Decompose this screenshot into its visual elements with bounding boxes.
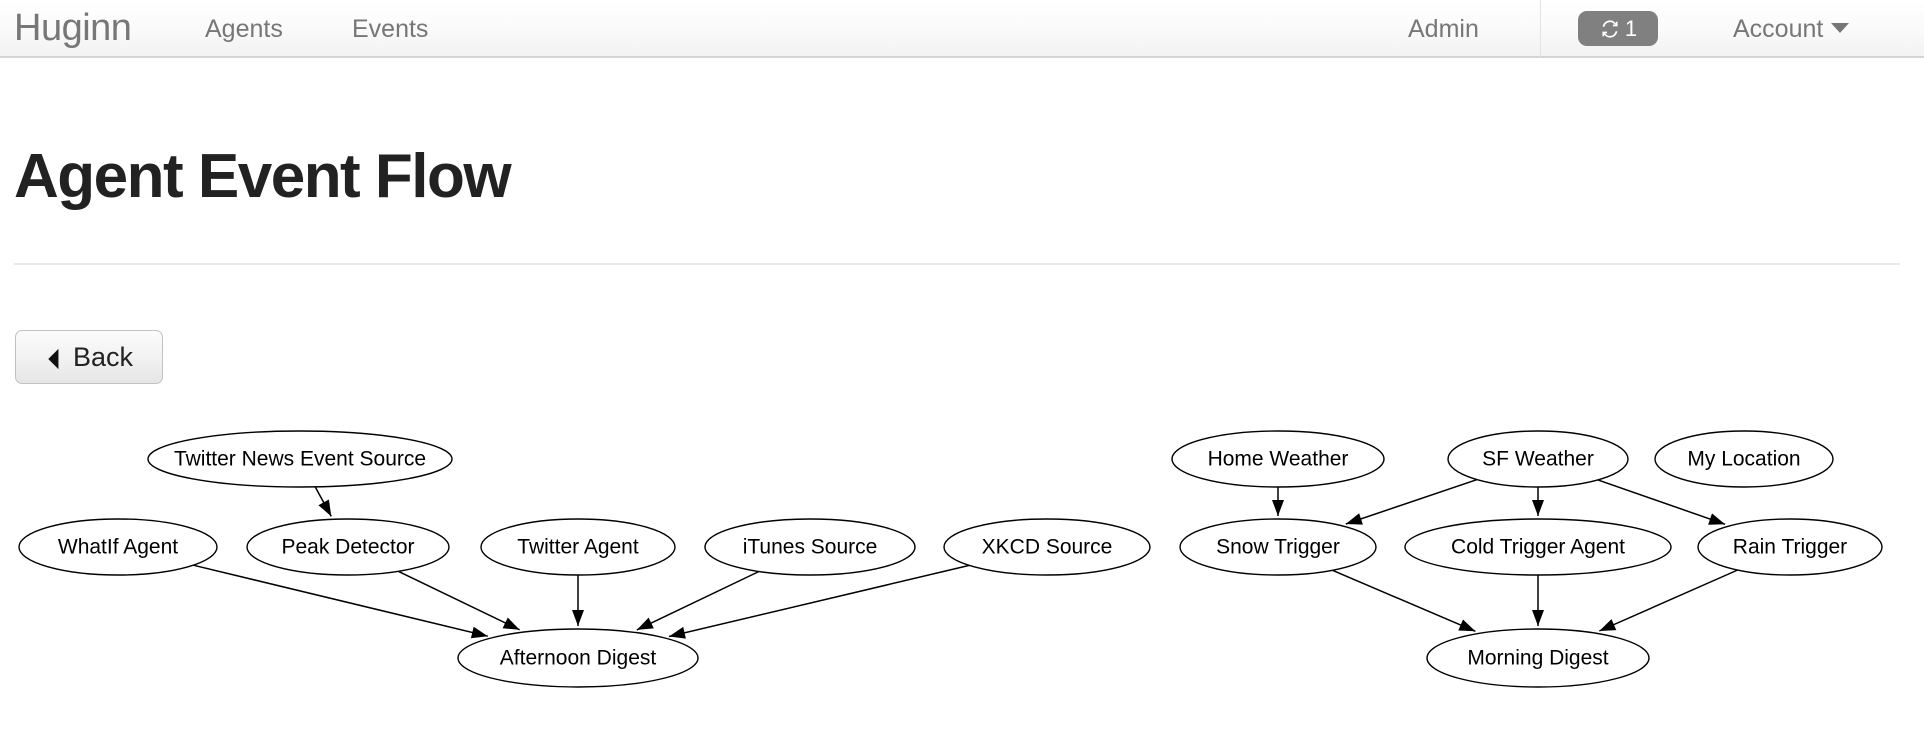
node-label: Twitter Agent <box>517 536 639 559</box>
graph-node-itunes_source[interactable]: iTunes Source <box>704 518 916 576</box>
graph-edge-arrowhead <box>1532 610 1544 626</box>
node-ellipse <box>704 518 916 576</box>
graph-node-whatif_agent[interactable]: WhatIf Agent <box>18 518 218 576</box>
graph-node-peak_detector[interactable]: Peak Detector <box>246 518 450 576</box>
node-ellipse <box>18 518 218 576</box>
graph-node-xkcd_source[interactable]: XKCD Source <box>943 518 1151 576</box>
sync-icon <box>1599 18 1621 40</box>
nav-link-events[interactable]: Events <box>352 15 429 43</box>
graph-edge-arrowhead <box>1532 500 1544 516</box>
graph-edge-arrowhead <box>1345 513 1363 525</box>
node-ellipse <box>1171 430 1385 488</box>
chevron-left-icon <box>45 346 62 370</box>
node-ellipse <box>147 430 453 488</box>
node-ellipse <box>943 518 1151 576</box>
graph-edge <box>193 564 488 637</box>
graph-edge <box>636 570 760 631</box>
graph-edge-arrowhead <box>502 617 520 630</box>
graph-edge <box>668 564 970 638</box>
graph-edge-arrowhead <box>1272 500 1284 516</box>
node-label: Rain Trigger <box>1733 536 1847 559</box>
node-ellipse <box>1654 430 1834 488</box>
node-ellipse <box>246 518 450 576</box>
header-divider <box>14 263 1900 265</box>
node-ellipse <box>1404 518 1672 576</box>
graph-edge-arrowhead <box>1708 513 1726 525</box>
node-label: XKCD Source <box>982 536 1113 559</box>
node-ellipse <box>1697 518 1883 576</box>
node-label: SF Weather <box>1482 448 1594 471</box>
graph-edge-arrowhead <box>1458 619 1476 632</box>
node-ellipse <box>480 518 676 576</box>
node-label: My Location <box>1687 448 1800 471</box>
node-ellipse <box>1179 518 1377 576</box>
node-label: Twitter News Event Source <box>174 448 426 471</box>
account-dropdown[interactable]: Account <box>1733 10 1850 48</box>
graph-edge-arrowhead <box>572 610 584 626</box>
node-label: WhatIf Agent <box>58 536 178 559</box>
page-title: Agent Event Flow <box>14 142 512 211</box>
back-button-label: Back <box>72 341 134 372</box>
graph-node-sf_weather[interactable]: SF Weather <box>1447 430 1629 488</box>
node-label: Cold Trigger Agent <box>1451 536 1625 559</box>
graph-edge <box>1598 569 1739 632</box>
worker-status-badge[interactable]: 1 <box>1578 11 1658 46</box>
graph-node-twitter_news_event_source[interactable]: Twitter News Event Source <box>147 430 453 488</box>
node-ellipse <box>457 628 699 688</box>
graph-edges <box>193 478 1739 639</box>
graph-node-home_weather[interactable]: Home Weather <box>1171 430 1385 488</box>
graph-edge-arrowhead <box>1599 619 1617 631</box>
brand-logo[interactable]: Huginn <box>14 7 132 49</box>
nav-link-admin[interactable]: Admin <box>1408 15 1479 43</box>
node-label: Peak Detector <box>281 536 414 559</box>
node-ellipse <box>1426 628 1650 688</box>
node-label: Morning Digest <box>1467 647 1608 670</box>
graph-node-snow_trigger[interactable]: Snow Trigger <box>1179 518 1377 576</box>
node-label: Afternoon Digest <box>500 647 657 670</box>
node-label: Snow Trigger <box>1216 536 1340 559</box>
graph-node-twitter_agent[interactable]: Twitter Agent <box>480 518 676 576</box>
graph-node-cold_trigger_agent[interactable]: Cold Trigger Agent <box>1404 518 1672 576</box>
graph-node-my_location[interactable]: My Location <box>1654 430 1834 488</box>
graph-edge-arrowhead <box>318 499 332 517</box>
graph-node-rain_trigger[interactable]: Rain Trigger <box>1697 518 1883 576</box>
chevron-down-icon <box>1831 23 1850 34</box>
navbar-divider <box>1540 0 1541 58</box>
graph-edge-arrowhead <box>669 626 686 639</box>
graph-edge <box>1345 478 1478 525</box>
graph-edge <box>1597 479 1726 526</box>
node-label: iTunes Source <box>743 536 878 559</box>
account-label: Account <box>1733 15 1824 43</box>
graph-node-morning_digest[interactable]: Morning Digest <box>1426 628 1650 688</box>
nav-link-agents[interactable]: Agents <box>205 15 283 43</box>
graph-node-afternoon_digest[interactable]: Afternoon Digest <box>457 628 699 688</box>
graph-edge-arrowhead <box>636 617 654 630</box>
graph-edge <box>397 570 520 631</box>
back-button[interactable]: Back <box>15 330 163 384</box>
worker-count: 1 <box>1624 15 1638 41</box>
navbar: Huginn Agents Events Admin 1 Account <box>0 0 1924 58</box>
graph-edge-arrowhead <box>470 626 488 639</box>
graph-edge <box>1332 569 1476 632</box>
node-ellipse <box>1447 430 1629 488</box>
node-label: Home Weather <box>1208 448 1349 471</box>
